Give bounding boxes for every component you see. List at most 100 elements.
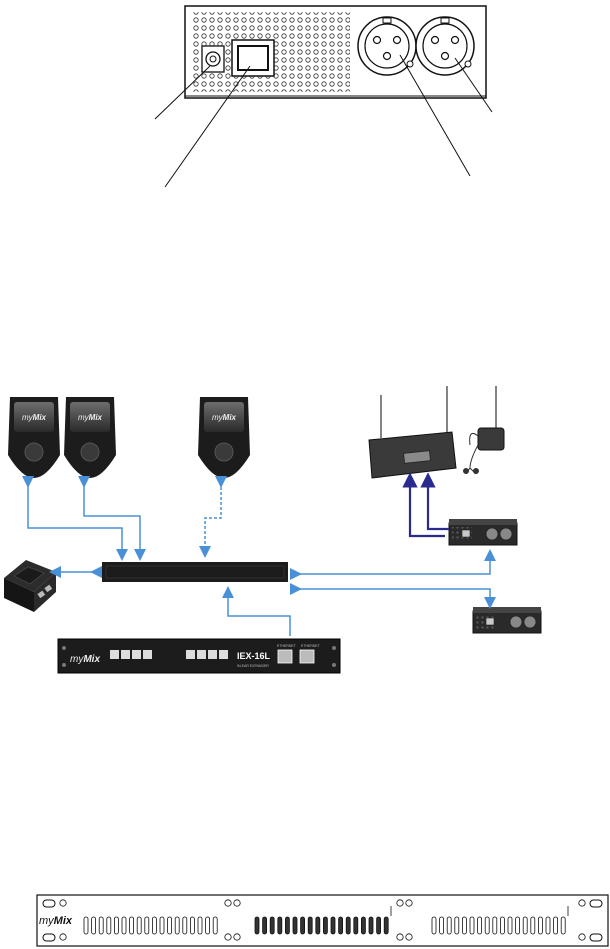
port-label: ETHERNET <box>277 644 297 648</box>
ethernet-port <box>277 649 293 664</box>
vent-slot <box>174 916 180 935</box>
vent-slot <box>492 916 498 935</box>
ethernet-port <box>299 649 315 664</box>
vent-slot <box>484 916 490 935</box>
svg-text:myMix: myMix <box>78 413 103 422</box>
ethernet-link <box>78 476 146 561</box>
vent-slot <box>182 916 188 935</box>
model-label: IEX-16L <box>237 651 271 661</box>
iex-16l-rack-unit: myMix IEX-16L IN-EAR EXPANDER ETHERNET E… <box>57 638 341 674</box>
vent-slot <box>292 916 298 935</box>
rocker-switch-icon <box>231 39 275 77</box>
vent-slot <box>553 916 558 935</box>
vent-slot <box>197 916 203 935</box>
personal-mixer: myMix <box>8 397 60 478</box>
vent-slot <box>560 916 566 935</box>
vent-slot <box>376 916 382 935</box>
vent-slot <box>205 916 211 935</box>
vent-slot <box>530 916 536 935</box>
vent-slots <box>83 916 566 935</box>
vent-slot <box>262 916 268 935</box>
vent-slot <box>446 916 452 935</box>
vent-slot <box>469 916 475 935</box>
vent-slot <box>144 916 150 935</box>
rear-panel-diagram <box>154 5 493 188</box>
vent-slot <box>330 916 336 935</box>
vent-slot <box>277 916 283 935</box>
panel-screws <box>59 899 586 941</box>
vent-slot <box>167 916 173 935</box>
analog-link <box>402 472 445 538</box>
vent-slot <box>114 916 119 935</box>
model-subtitle: IN-EAR EXPANDER <box>237 664 269 668</box>
vent-slot <box>159 916 165 935</box>
vent-slot <box>338 916 344 935</box>
vent-slot <box>315 916 321 935</box>
vent-slot <box>300 916 306 935</box>
vent-slot <box>431 916 437 935</box>
system-diagram: myMix myMix myMix <box>4 386 542 674</box>
in-ear-expander-unit <box>472 607 542 634</box>
ethernet-link-dashed <box>199 476 227 558</box>
in-ear-expander-unit <box>448 519 518 546</box>
ethernet-link <box>290 549 496 580</box>
vent-slot <box>353 916 359 935</box>
vent-slot <box>189 916 195 935</box>
vent-slot <box>136 916 142 935</box>
vent-slot <box>439 916 445 935</box>
vent-slot <box>106 916 112 935</box>
expander-hub <box>102 562 288 582</box>
vent-slot <box>98 916 104 935</box>
vent-slot <box>307 916 313 935</box>
svg-text:myMix: myMix <box>70 654 100 665</box>
vent-slot <box>121 916 127 935</box>
vent-slot <box>345 916 351 935</box>
ethernet-link <box>290 583 496 609</box>
vent-slot <box>538 916 543 935</box>
svg-text:myMix: myMix <box>22 413 47 422</box>
dc-jack-icon <box>201 45 225 73</box>
ethernet-link <box>222 586 291 636</box>
vent-slot <box>383 916 389 935</box>
connection-lines <box>22 472 496 636</box>
vent-slot <box>477 916 483 935</box>
port-label: ETHERNET <box>301 644 321 648</box>
personal-mixer: myMix <box>198 397 250 478</box>
personal-mixer: myMix <box>64 397 116 478</box>
vent-slot <box>507 916 513 935</box>
vent-slot <box>368 916 374 935</box>
vent-slot <box>83 916 89 935</box>
analog-link <box>420 472 449 531</box>
vent-slot <box>360 916 366 935</box>
vent-slot <box>454 916 460 935</box>
bodypack-receiver <box>463 386 505 475</box>
xlr-connector-icon <box>415 16 475 76</box>
vent-slot <box>461 916 467 935</box>
vent-slot <box>522 916 528 935</box>
svg-text:myMix: myMix <box>212 413 237 422</box>
leader-line <box>399 54 471 177</box>
ethernet-link <box>22 476 128 561</box>
vent-slot <box>515 916 520 935</box>
vent-slot <box>499 916 505 935</box>
vent-slot <box>129 916 135 935</box>
rack-ear-holes <box>42 899 603 942</box>
brand-logo: myMix <box>39 915 73 927</box>
power-supply-unit <box>4 560 56 612</box>
vent-slot <box>284 916 290 935</box>
vent-slot <box>545 916 551 935</box>
vent-slot <box>91 916 96 935</box>
wireless-transmitter <box>368 386 457 479</box>
vent-slot <box>254 916 260 935</box>
leader-line <box>454 57 493 113</box>
leader-line <box>164 65 251 188</box>
xlr-connector-icon <box>357 16 417 76</box>
vent-slot <box>212 916 218 935</box>
leader-line <box>154 65 211 120</box>
rack-panel-diagram: myMix <box>36 894 609 947</box>
vent-slot <box>151 916 157 935</box>
xlr-connector-icon <box>110 650 228 659</box>
vent-slot <box>269 916 275 935</box>
vent-slot <box>322 916 328 935</box>
